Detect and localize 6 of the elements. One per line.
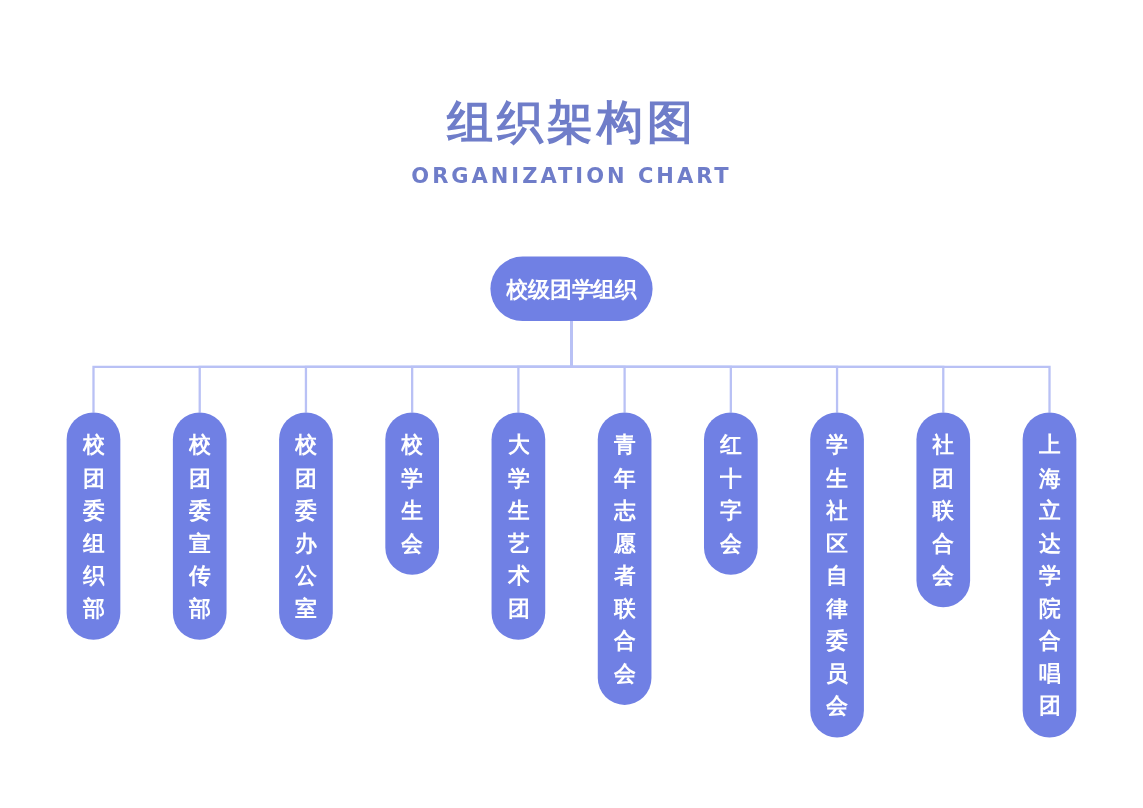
diagram-title: 组织架构图 — [446, 95, 697, 149]
node-box: 红十字会 — [704, 412, 758, 575]
node-box: 校团委办公室 — [279, 412, 333, 640]
subtitle: ORGANIZATION CHART — [411, 164, 732, 188]
node-box: 校学生会 — [385, 412, 439, 575]
connector — [570, 321, 1051, 413]
